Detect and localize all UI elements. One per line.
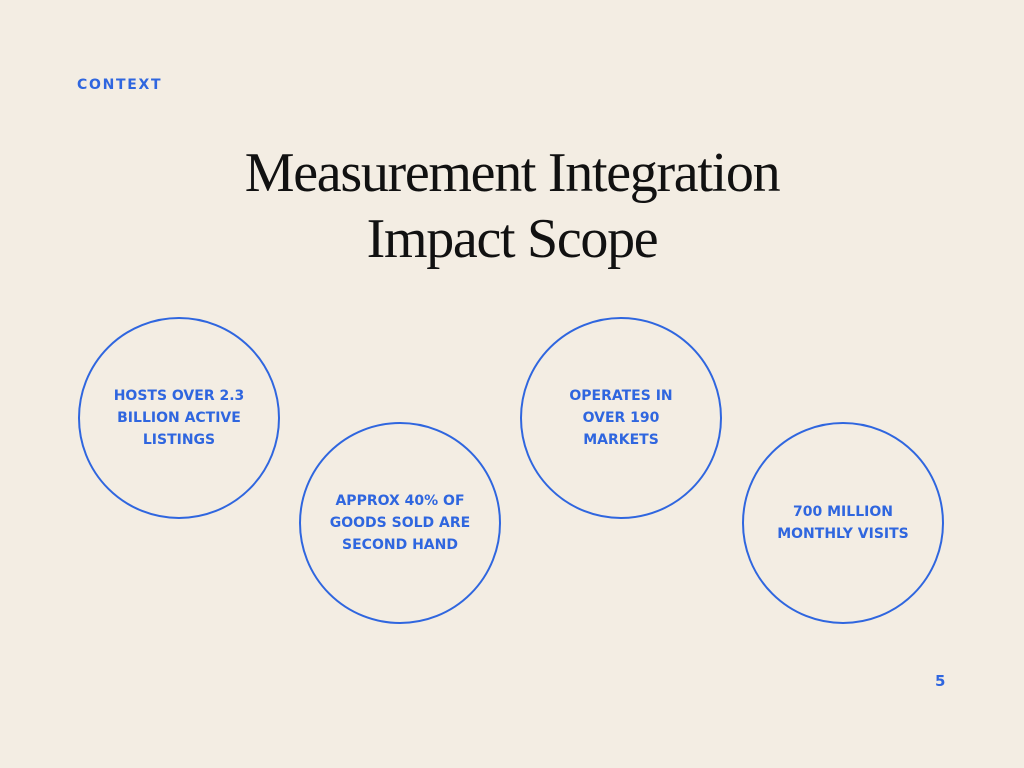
page-title-line-2: Impact Scope <box>366 208 659 270</box>
stat-circle-label: APPROX 40% OF GOODS SOLD ARE SECOND HAND <box>329 493 471 553</box>
page-title: Measurement Integration Impact Scope <box>0 140 1024 272</box>
stat-circle-label: HOSTS OVER 2.3 BILLION ACTIVE LISTINGS <box>113 388 245 448</box>
section-label: CONTEXT <box>77 77 163 93</box>
stat-circle-second-hand: APPROX 40% OF GOODS SOLD ARE SECOND HAND <box>299 422 501 624</box>
stat-circle-label: 700 MILLION MONTHLY VISITS <box>777 504 909 542</box>
stat-circle-markets: OPERATES IN OVER 190 MARKETS <box>520 317 722 519</box>
stat-circle-label: OPERATES IN OVER 190 MARKETS <box>569 388 673 448</box>
stat-circle-listings: HOSTS OVER 2.3 BILLION ACTIVE LISTINGS <box>78 317 280 519</box>
page-number: 5 <box>935 672 946 690</box>
stat-circle-visits: 700 MILLION MONTHLY VISITS <box>742 422 944 624</box>
page-title-line-1: Measurement Integration <box>244 142 781 204</box>
